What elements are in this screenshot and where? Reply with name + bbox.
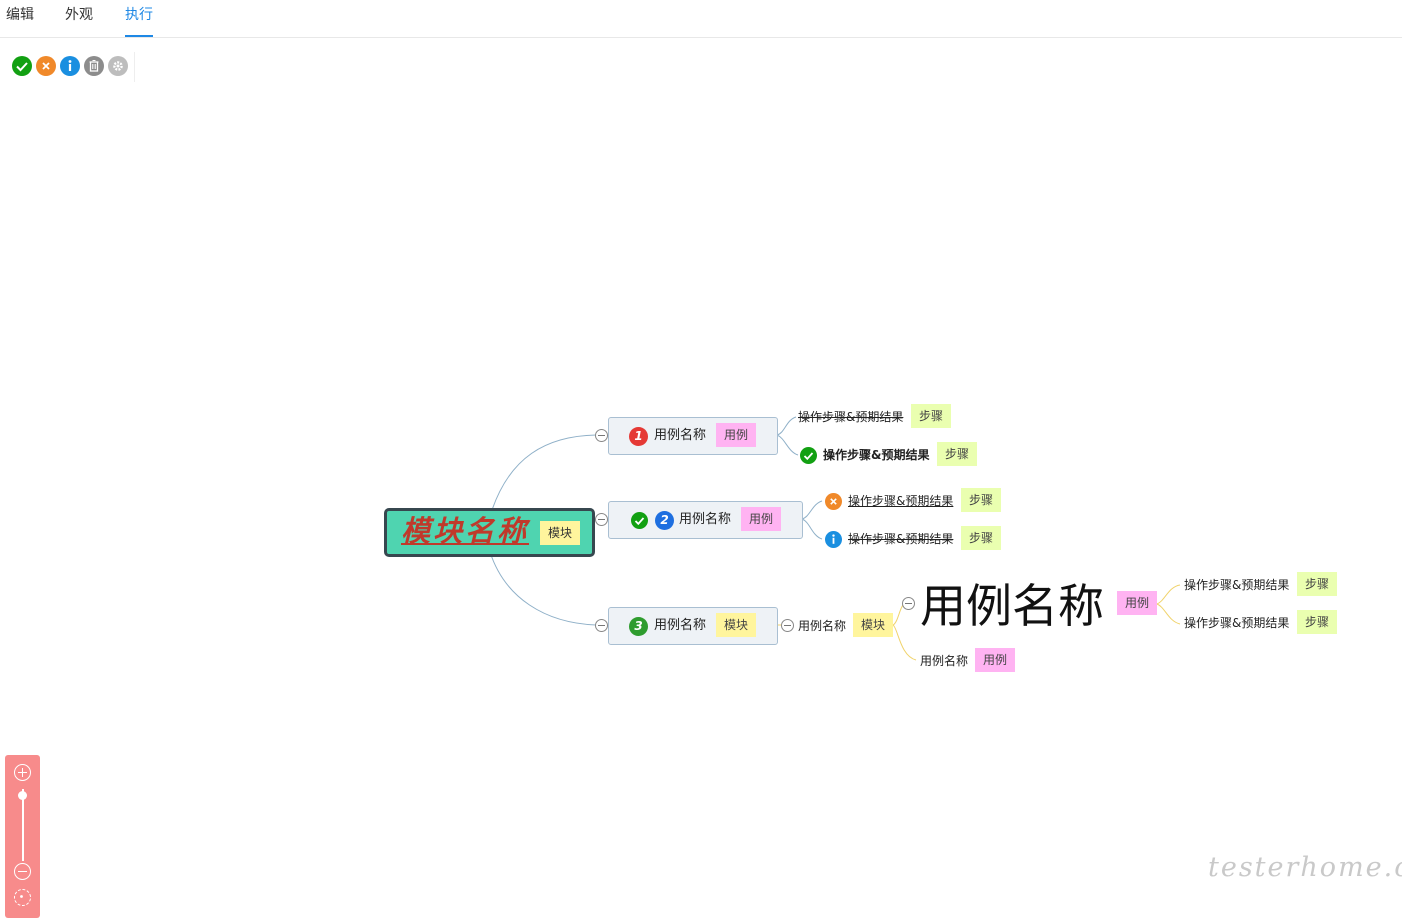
gear-icon [113,61,123,71]
case1-step1-text[interactable]: 操作步骤&预期结果 [798,410,904,424]
case-node-2-tag: 用例 [741,507,782,531]
collapse-case1-button[interactable] [595,429,608,442]
case-node-3[interactable]: 3 用例名称 模块 [608,607,778,645]
info-status-icon [825,531,842,548]
connector-root-case1 [491,434,597,511]
cross-icon [42,62,50,70]
case1-step1-tag: 步骤 [911,404,952,428]
zoom-out-button[interactable] [14,863,31,880]
collapse-large-node-button[interactable] [902,597,915,610]
priority-badge-3: 3 [629,617,648,636]
root-node[interactable]: 模块名称 模块 [384,508,595,557]
priority-badge-2: 2 [655,511,674,530]
minus-icon [18,870,27,872]
case2-step2-tag: 步骤 [961,526,1002,550]
info-icon [68,60,72,71]
case-node-2[interactable]: 2 用例名称 用例 [608,501,803,539]
mindmap-canvas[interactable]: 模块名称 模块 1 用例名称 用例 操作步骤&预期结果 步骤 操作步骤&预期结果… [0,38,1402,922]
zoom-slider-handle[interactable] [18,791,27,801]
large-case-node-text[interactable]: 用例名称 [920,579,1104,633]
clear-status-button[interactable] [84,56,104,76]
collapse-case2-button[interactable] [595,513,608,526]
case1-step2-text[interactable]: 操作步骤&预期结果 [823,448,930,462]
tab-edit[interactable]: 编辑 [6,7,34,23]
tab-appearance[interactable]: 外观 [65,7,93,23]
zoom-slider-track[interactable] [21,789,24,861]
case2-step1-text[interactable]: 操作步骤&预期结果 [848,494,954,508]
case-node-1-text: 用例名称 [654,428,707,443]
priority-badge-1: 1 [629,427,648,446]
case-node-1[interactable]: 1 用例名称 用例 [608,417,778,455]
large-case-step1-tag: 步骤 [1297,572,1338,596]
watermark: testerhome.com [1208,852,1402,883]
connector-case1-step1 [776,416,797,436]
subnode-text[interactable]: 用例名称 [798,619,847,633]
large-case-step2-text[interactable]: 操作步骤&预期结果 [1184,616,1290,630]
collapse-subnode-button[interactable] [781,619,794,632]
zoom-in-button[interactable] [14,764,31,781]
large-case-step2-tag: 步骤 [1297,610,1338,634]
tab-execute[interactable]: 执行 [125,6,153,37]
reset-view-button[interactable] [14,889,31,906]
collapse-case3-button[interactable] [595,619,608,632]
locate-icon [20,895,23,898]
connector-case2-step2 [801,518,823,540]
case-node-2-text: 用例名称 [679,512,732,527]
root-node-tag: 模块 [540,521,581,545]
mindmap-connectors [489,416,1181,661]
connector-sub-small [892,624,917,661]
execute-toolbar [8,52,135,82]
subnode-tag: 模块 [853,613,894,637]
settings-button[interactable] [108,56,128,76]
case2-step2-text[interactable]: 操作步骤&预期结果 [848,532,954,546]
connector-large-step1 [1156,584,1181,605]
large-case-step1-text[interactable]: 操作步骤&预期结果 [1184,578,1290,592]
root-node-text: 模块名称 [401,514,530,548]
case-node-3-tag: 模块 [716,613,757,637]
connector-root-case3 [489,551,597,626]
connector-case2-step1 [801,500,823,520]
small-case-node-text[interactable]: 用例名称 [920,654,969,668]
pass-status-icon [800,447,817,464]
pass-status-icon [631,512,648,529]
trash-icon [89,59,99,72]
connector-case1-step2 [776,434,799,456]
mark-info-button[interactable] [60,56,80,76]
case1-step2-tag: 步骤 [937,442,978,466]
connector-large-step2 [1156,603,1181,625]
case-node-3-text: 用例名称 [654,618,707,633]
small-case-node-tag: 用例 [975,648,1016,672]
mark-fail-button[interactable] [36,56,56,76]
case2-step1-tag: 步骤 [961,488,1002,512]
mark-pass-button[interactable] [12,56,32,76]
large-case-node-tag: 用例 [1117,591,1158,615]
zoom-control [5,755,40,918]
fail-status-icon [825,493,842,510]
case-node-1-tag: 用例 [716,423,757,447]
check-icon [16,62,28,72]
tab-bar: 编辑 外观 执行 [0,0,1402,38]
